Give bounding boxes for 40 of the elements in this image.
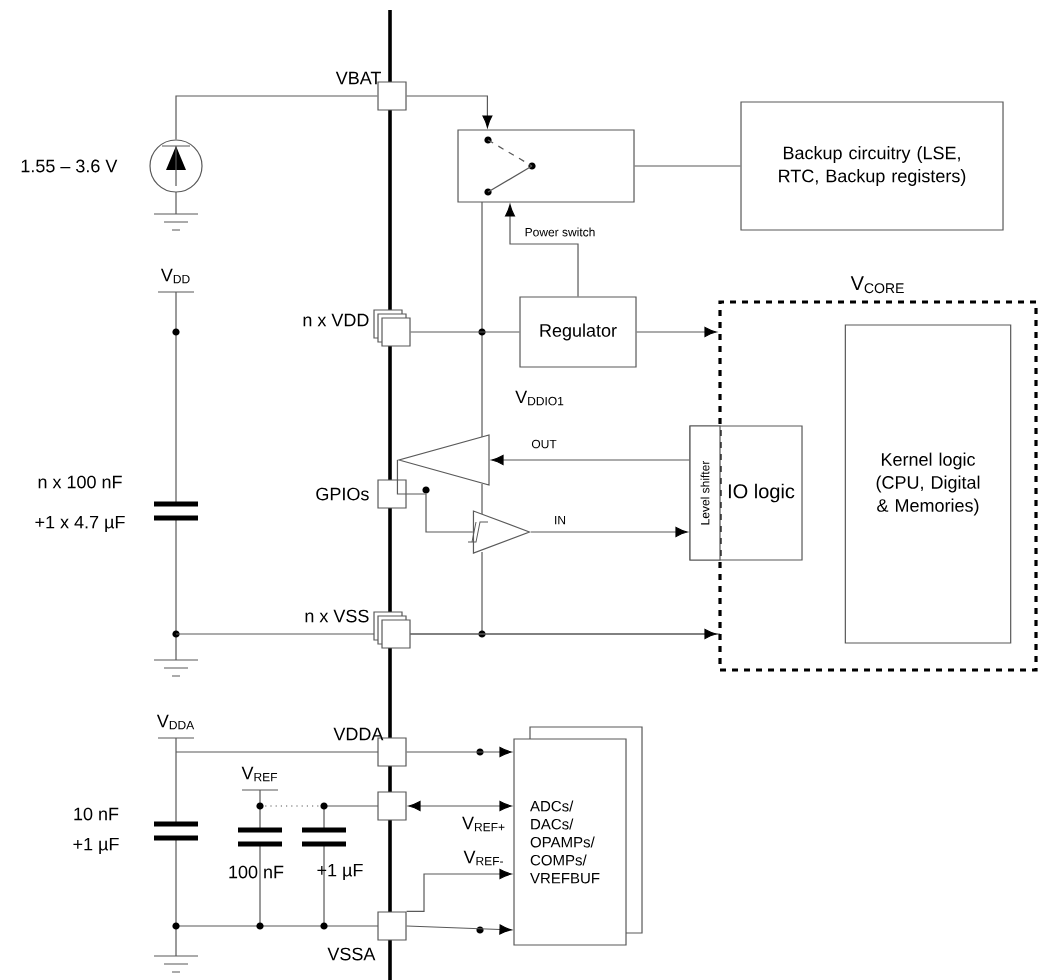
connector xyxy=(175,95,378,140)
text-label: V$_{REF}$ xyxy=(241,766,278,782)
connector xyxy=(530,527,688,538)
backup-box: Backup circuitry (LSE, RTC, Backup registers) xyxy=(740,101,1004,231)
connector xyxy=(504,204,579,297)
connector xyxy=(410,629,717,640)
connector xyxy=(406,95,493,128)
power-switch-box xyxy=(457,129,635,203)
pin-label: GPIOs xyxy=(316,487,369,501)
pin-label: n x VDD xyxy=(303,313,369,327)
text-label: +1 µF xyxy=(317,863,363,881)
kernel-logic-box: Kernel logic (CPU, Digital & Memories) xyxy=(844,324,1012,644)
connector xyxy=(396,459,408,495)
regulator-box: Regulator xyxy=(519,296,637,368)
text-label: 10 nF xyxy=(74,807,119,821)
pin-label: VBAT xyxy=(335,71,381,85)
edge-label: V$_{REF+}$ xyxy=(462,816,505,832)
node-label: V$_{CORE}$ xyxy=(850,276,904,294)
text-label: V$_{DDIO1}$ xyxy=(515,390,564,406)
text-label: +1 µF xyxy=(73,837,119,855)
pin-label: 1.55 – 3.6 V xyxy=(21,159,118,173)
text-label: V$_{DDA}$ xyxy=(156,714,195,730)
connector xyxy=(636,326,717,338)
pin-label: VDDA xyxy=(333,727,384,741)
text-label: +1 x 4.7 µF xyxy=(35,515,125,533)
connector xyxy=(634,165,741,167)
pin-label: n x VSS xyxy=(305,609,369,623)
connector xyxy=(406,924,512,935)
text-label: V$_{DD}$ xyxy=(160,268,190,284)
connector xyxy=(406,747,512,758)
connector xyxy=(410,331,520,333)
connector xyxy=(491,454,690,466)
connector xyxy=(408,801,512,812)
connector xyxy=(406,493,474,533)
text-label: n x 100 nF xyxy=(38,475,122,489)
pin-label: VSSA xyxy=(327,947,376,961)
text-label: 100 nF xyxy=(229,865,284,879)
pin-pad xyxy=(377,791,407,821)
connector xyxy=(406,869,512,912)
edge-label: V$_{REF-}$ xyxy=(463,850,503,866)
